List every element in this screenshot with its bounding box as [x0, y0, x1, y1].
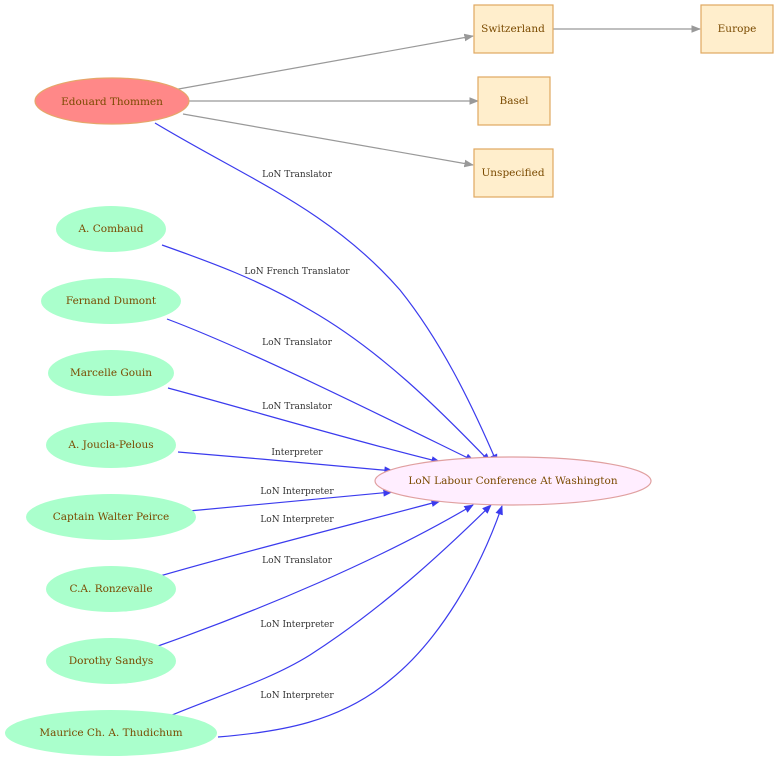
node-ronzevalle-label: C.A. Ronzevalle	[69, 583, 152, 595]
edge-thommen-unspecified	[182, 113, 474, 168]
node-thudichum[interactable]: Maurice Ch. A. Thudichum	[5, 710, 217, 756]
edge-label-peirce: LoN Interpreter	[260, 487, 334, 497]
edge-label-thudichum: LoN Interpreter	[260, 620, 334, 630]
edge-sandys-conference	[157, 504, 474, 647]
node-lon-labour-conference[interactable]: LoN Labour Conference At Washington	[374, 456, 652, 506]
edge-thommen-conference	[154, 122, 498, 464]
node-edouard-thommen-label: Edouard Thommen	[61, 96, 163, 108]
node-thudichum-label: Maurice Ch. A. Thudichum	[39, 727, 182, 739]
node-gouin[interactable]: Marcelle Gouin	[48, 350, 174, 396]
edge-thudichum-conference	[171, 504, 492, 716]
edge-dumont-conference	[166, 318, 475, 462]
node-sandys[interactable]: Dorothy Sandys	[46, 638, 176, 684]
node-switzerland[interactable]: Switzerland	[473, 4, 554, 54]
node-lon-labour-conference-label: LoN Labour Conference At Washington	[408, 475, 617, 487]
edge-label-dumont: LoN Translator	[262, 338, 332, 348]
node-sandys-label: Dorothy Sandys	[69, 655, 154, 667]
edge-label-combaud: LoN French Translator	[244, 267, 350, 277]
node-europe[interactable]: Europe	[700, 4, 774, 54]
node-europe-label: Europe	[718, 23, 757, 35]
edge-label-gouin: LoN Translator	[262, 402, 332, 412]
edge-thudichum2-conference	[217, 505, 503, 738]
edge-thommen-switzerland	[172, 33, 474, 91]
edge-combaud-conference	[161, 244, 491, 463]
edge-label-ronzevalle: LoN Interpreter	[260, 515, 334, 525]
node-unspecified-label: Unspecified	[481, 167, 544, 179]
node-basel-label: Basel	[500, 95, 530, 107]
edge-label-thudichum2: LoN Interpreter	[260, 691, 334, 701]
edge-label-joucla: Interpreter	[271, 448, 323, 458]
node-combaud[interactable]: A. Combaud	[56, 206, 166, 252]
node-joucla-pelous[interactable]: A. Joucla-Pelous	[46, 422, 176, 468]
node-ronzevalle[interactable]: C.A. Ronzevalle	[46, 566, 176, 612]
node-switzerland-label: Switzerland	[481, 23, 545, 35]
edge-label-sandys: LoN Translator	[262, 556, 332, 566]
node-peirce-label: Captain Walter Peirce	[53, 511, 170, 523]
node-peirce[interactable]: Captain Walter Peirce	[26, 494, 196, 540]
node-gouin-label: Marcelle Gouin	[70, 367, 152, 379]
node-edouard-thommen[interactable]: Edouard Thommen	[34, 77, 190, 125]
edge-joucla-conference	[177, 451, 394, 474]
node-dumont-label: Fernand Dumont	[66, 295, 157, 307]
edge-peirce-conference	[188, 489, 393, 512]
node-unspecified[interactable]: Unspecified	[473, 148, 554, 198]
edge-ronzevalle-conference	[159, 499, 441, 577]
node-joucla-pelous-label: A. Joucla-Pelous	[67, 439, 153, 451]
node-combaud-label: A. Combaud	[77, 223, 143, 235]
edge-gouin-conference	[167, 387, 441, 464]
node-dumont[interactable]: Fernand Dumont	[41, 278, 181, 324]
edge-label-thommen: LoN Translator	[262, 170, 332, 180]
node-basel[interactable]: Basel	[477, 76, 551, 126]
